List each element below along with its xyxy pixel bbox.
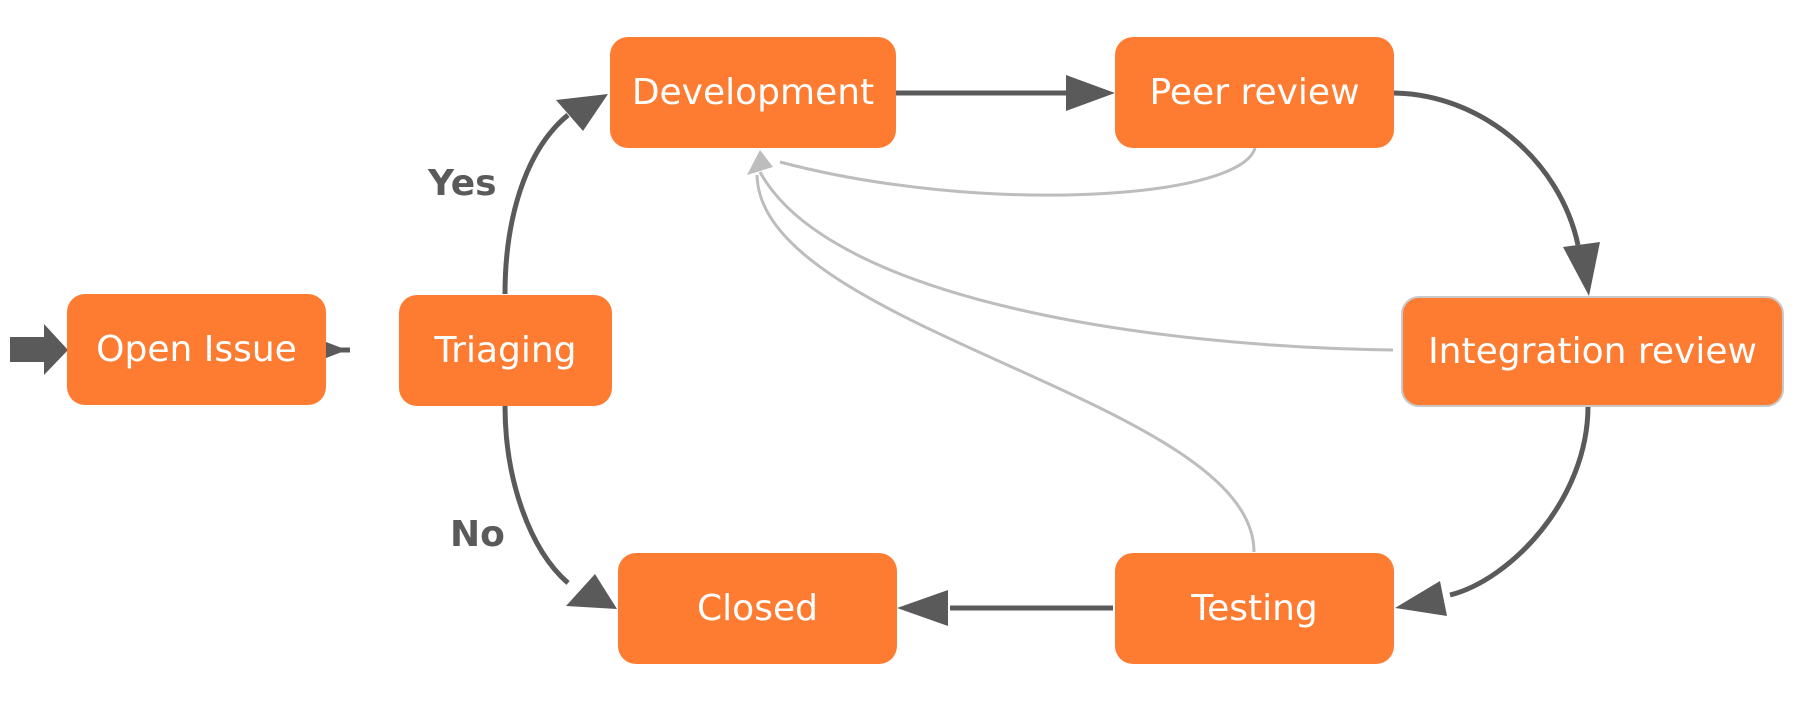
arrowhead-testing: [1395, 581, 1447, 616]
edge-integration-review-to-testing: [1449, 405, 1591, 598]
start-arrow: [10, 324, 68, 375]
edge-integration-review-to-development: [758, 171, 1394, 352]
edge-peer-review-to-development: [779, 147, 1257, 197]
edge-label-no: No: [450, 514, 505, 555]
edge-testing-to-development: [755, 174, 1256, 553]
node-closed[interactable]: Closed: [618, 553, 897, 664]
arrowhead-closed-from-testing: [897, 590, 948, 626]
return-arrowhead: [747, 150, 773, 175]
node-open-issue[interactable]: Open Issue: [67, 294, 326, 405]
edge-peer-review-to-integration-review: [1391, 90, 1581, 246]
node-triaging[interactable]: Triaging: [399, 295, 612, 406]
edge-label-yes: Yes: [428, 163, 497, 204]
node-integration-review[interactable]: Integration review: [1401, 296, 1784, 407]
arrowhead-peer-review: [1066, 75, 1115, 111]
node-testing[interactable]: Testing: [1115, 553, 1394, 664]
arrowhead-closed: [566, 574, 617, 609]
arrowhead-integration-review: [1563, 242, 1600, 296]
arrowhead-development: [556, 94, 608, 131]
edge-triaging-to-development: [502, 113, 570, 295]
node-development[interactable]: Development: [610, 37, 896, 148]
node-peer-review[interactable]: Peer review: [1115, 37, 1394, 148]
edge-triaging-to-closed: [502, 405, 570, 585]
